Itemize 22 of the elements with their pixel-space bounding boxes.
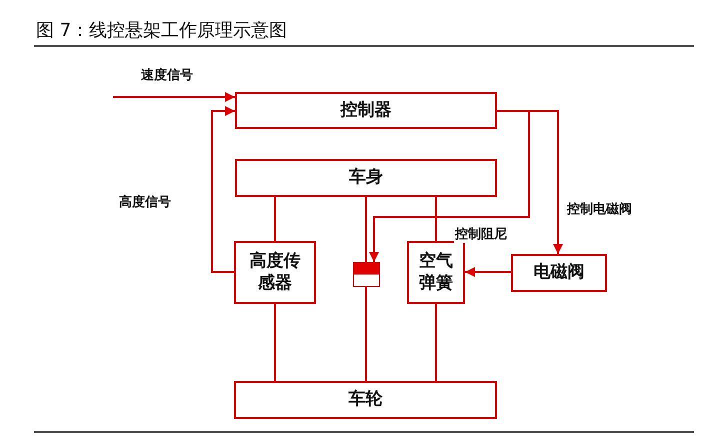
connector-line	[274, 197, 276, 241]
figure-title: 图 7：线控悬架工作原理示意图	[36, 19, 288, 42]
arrow	[113, 92, 235, 102]
process-box: 车身	[235, 159, 497, 197]
connector-line	[365, 197, 367, 262]
process-box: 空气弹簧	[407, 241, 465, 304]
connector-line	[435, 197, 437, 241]
edge-label: 控制阻尼	[454, 225, 508, 243]
arrow	[211, 106, 235, 273]
connector-line	[365, 287, 367, 381]
arrow	[465, 267, 511, 277]
connector-line	[435, 304, 437, 381]
edge-label: 速度信号	[140, 66, 194, 84]
arrow	[369, 110, 530, 262]
process-box: 控制器	[235, 92, 497, 129]
damper-block	[353, 262, 380, 287]
connector-line	[274, 304, 276, 381]
process-box: 车轮	[234, 381, 497, 419]
process-box: 高度传感器	[234, 241, 316, 304]
edge-label: 高度信号	[118, 193, 172, 211]
edge-label: 控制电磁阀	[566, 200, 633, 218]
process-box: 电磁阀	[511, 254, 607, 292]
